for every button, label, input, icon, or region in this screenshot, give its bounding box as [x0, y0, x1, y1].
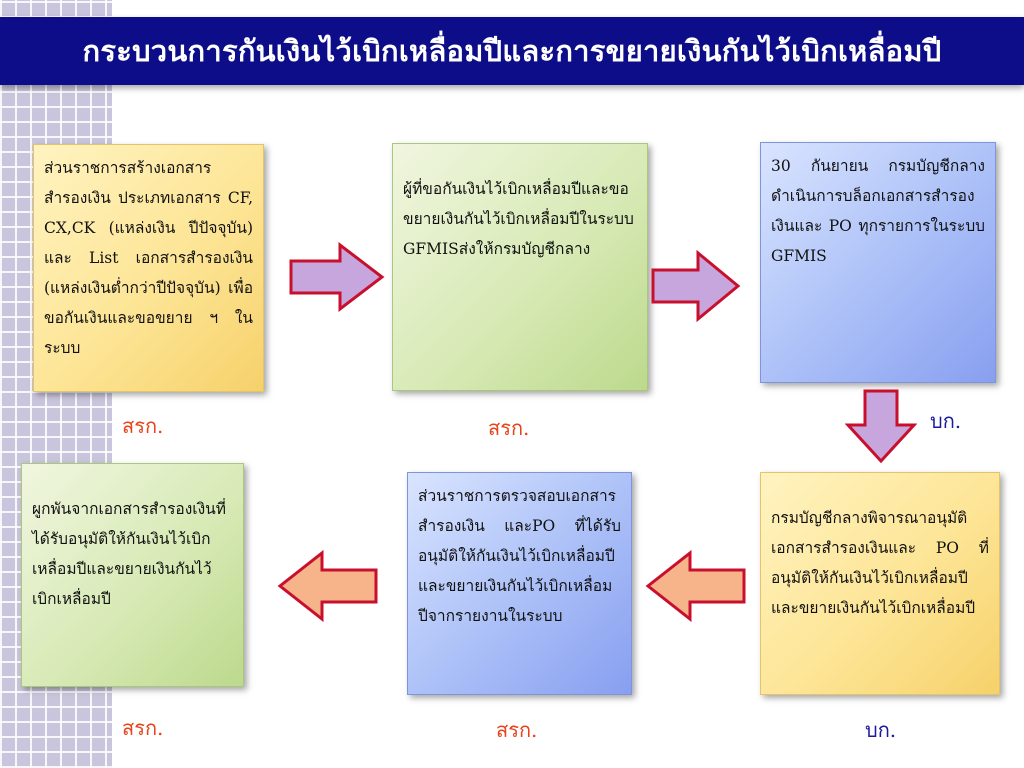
- step-5-box: ส่วนราชการตรวจสอบเอกสารสำรองเงิน และPO ท…: [407, 472, 632, 695]
- step-5-agency-label: สรก.: [496, 718, 538, 742]
- step-1-box: ส่วนราชการสร้างเอกสารสำรองเงิน ประเภทเอก…: [33, 144, 264, 392]
- step-2-agency-label: สรก.: [488, 416, 530, 440]
- step-4-agency-label: บก.: [865, 718, 897, 742]
- step-3-box: 30 กันยายน กรมบัญชีกลางดำเนินการบล็อกเอก…: [760, 142, 996, 383]
- step-3-agency-label: บก.: [930, 409, 962, 433]
- step-1-agency-label: สรก.: [122, 414, 164, 438]
- step-6-box: ผูกพันจากเอกสารสำรองเงินที่ได้รับอนุมัติ…: [21, 463, 244, 687]
- step-2-box: ผู้ที่ขอกันเงินไว้เบิกเหลื่อมปีและขอขยาย…: [392, 143, 648, 391]
- step-4-box: กรมบัญชีกลางพิจารณาอนุมัติเอกสารสำรองเงิ…: [760, 472, 1000, 695]
- arrow-left-icon: [277, 550, 378, 622]
- arrow-right-icon: [651, 250, 741, 322]
- title-bar: กระบวนการกันเงินไว้เบิกเหลื่อมปีและการขย…: [0, 17, 1024, 85]
- page-title: กระบวนการกันเงินไว้เบิกเหลื่อมปีและการขย…: [82, 34, 942, 68]
- arrow-down-icon: [845, 389, 917, 464]
- step-6-agency-label: สรก.: [122, 716, 164, 740]
- arrow-right-icon: [289, 242, 385, 312]
- arrow-left-icon: [645, 550, 746, 622]
